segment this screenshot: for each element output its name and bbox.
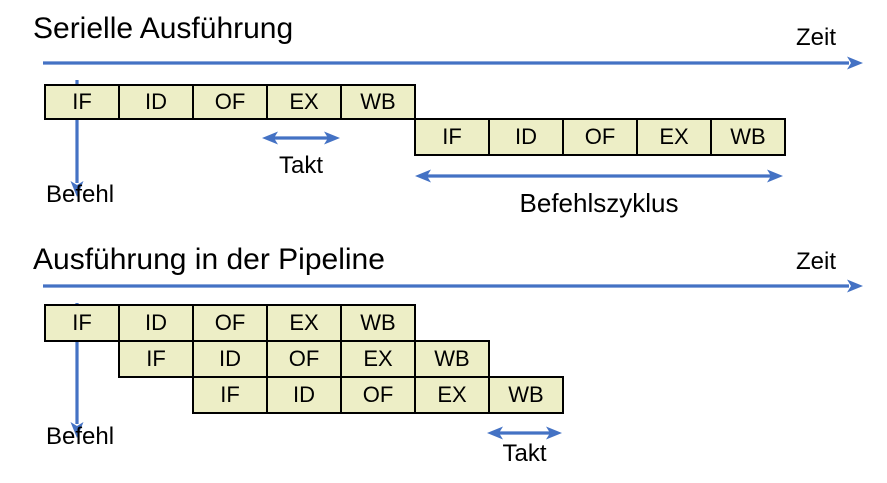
instruction-row-pipeline-1: IF ID OF EX WB	[44, 304, 416, 342]
pipeline-stage-cell: IF	[192, 376, 268, 414]
pipeline-stage-cell: WB	[414, 340, 490, 378]
pipeline-stage-cell: ID	[118, 304, 194, 342]
pipeline-stage-cell: OF	[266, 340, 342, 378]
instruction-cycle-span-arrow	[415, 169, 783, 183]
pipeline-stage-cell: WB	[340, 304, 416, 342]
instruction-row-pipeline-2: IF ID OF EX WB	[118, 340, 490, 378]
pipeline-stage-cell: IF	[118, 340, 194, 378]
clock-span-arrow-serial	[262, 131, 340, 145]
pipeline-stage-cell: EX	[636, 118, 712, 156]
pipeline-stage-cell: OF	[562, 118, 638, 156]
pipeline-stage-cell: IF	[44, 304, 120, 342]
instruction-axis-label-pipeline: Befehl	[46, 423, 115, 450]
pipeline-stage-cell: IF	[414, 118, 490, 156]
time-axis-arrow-pipeline	[43, 279, 863, 293]
pipeline-stage-cell: WB	[340, 84, 416, 120]
pipeline-stage-cell: WB	[488, 376, 564, 414]
clock-label-pipeline: Takt	[502, 440, 547, 467]
pipeline-stage-cell: OF	[340, 376, 416, 414]
instruction-cycle-label: Befehlszyklus	[519, 188, 679, 218]
pipeline-stage-cell: ID	[118, 84, 194, 120]
pipeline-stage-cell: IF	[44, 84, 120, 120]
pipeline-stage-cell: EX	[266, 84, 342, 120]
instruction-row-serial-2: IF ID OF EX WB	[414, 118, 786, 156]
pipeline-stage-cell: EX	[266, 304, 342, 342]
section-title-pipeline: Ausführung in der Pipeline	[33, 243, 385, 276]
section-title-serial: Serielle Ausführung	[33, 12, 294, 45]
clock-span-arrow-pipeline	[487, 426, 562, 440]
instruction-row-serial-1: IF ID OF EX WB	[44, 84, 416, 120]
pipeline-stage-cell: WB	[710, 118, 786, 156]
time-axis-label-pipeline: Zeit	[796, 248, 837, 275]
pipeline-stage-cell: EX	[340, 340, 416, 378]
time-axis-arrow-serial	[43, 56, 863, 70]
instruction-row-pipeline-3: IF ID OF EX WB	[192, 376, 564, 414]
pipeline-stage-cell: ID	[192, 340, 268, 378]
instruction-axis-label-serial: Befehl	[46, 181, 115, 208]
pipeline-stage-cell: EX	[414, 376, 490, 414]
pipeline-stage-cell: ID	[266, 376, 342, 414]
pipeline-stage-cell: OF	[192, 84, 268, 120]
time-axis-label-serial: Zeit	[796, 24, 837, 51]
pipeline-stage-cell: OF	[192, 304, 268, 342]
clock-label-serial: Takt	[278, 152, 323, 179]
pipeline-stage-cell: ID	[488, 118, 564, 156]
